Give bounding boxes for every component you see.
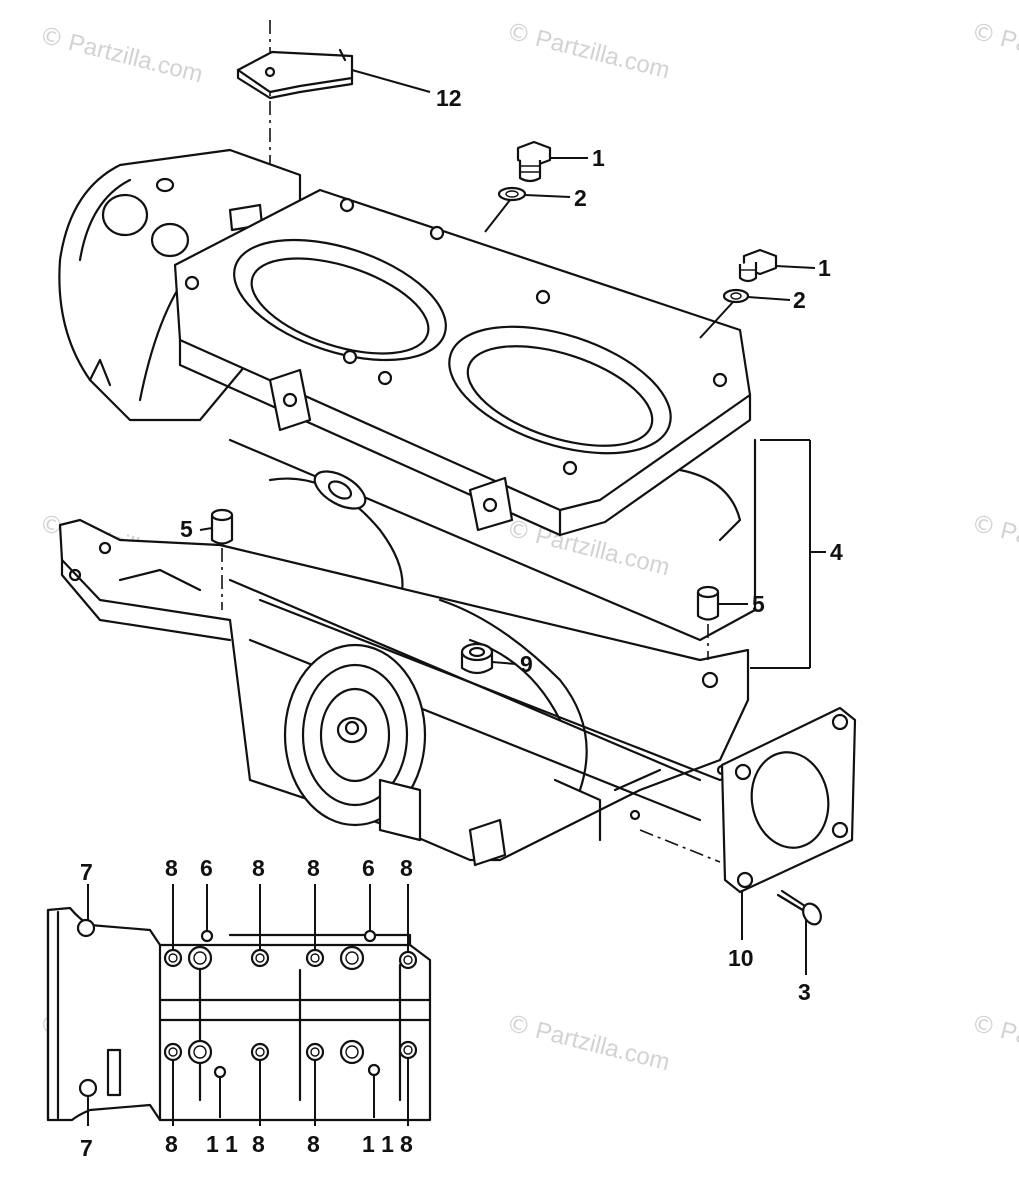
callout-labels: 12 1 2 1 2 4 5 5 9 10 3	[180, 85, 843, 1005]
screw-part	[776, 889, 822, 926]
inset-label-top: 8	[252, 855, 265, 881]
dowel-pin-left	[210, 508, 234, 610]
washer-right	[722, 288, 750, 304]
callout-9: 9	[520, 651, 533, 677]
bracket-plate-part	[236, 20, 354, 180]
callout-5-left: 5	[180, 516, 193, 542]
inset-label-top: 8	[165, 855, 178, 881]
inset-label-bottom: 7	[80, 1135, 93, 1161]
callout-2-right: 2	[793, 287, 806, 313]
watermark: ©Partzilla.com	[504, 514, 673, 582]
washer-upper	[497, 186, 527, 202]
inset-label-top: 6	[362, 855, 375, 881]
upper-crankcase	[58, 148, 757, 642]
callout-12: 12	[436, 85, 462, 111]
inset-label-top: 7	[80, 859, 93, 885]
bolt-pattern-inset: 7 8 6 8 8 6 8 7 8 1 1 8 8 1 1 8	[46, 855, 432, 1161]
inset-label-bottom: 8	[252, 1131, 265, 1157]
inset-label-top: 8	[400, 855, 413, 881]
inset-label-top: 8	[307, 855, 320, 881]
watermark: ©Partzilla.com	[504, 1009, 673, 1077]
inset-label-bottom: 1 1	[206, 1131, 238, 1157]
inset-label-bottom: 1 1	[362, 1131, 394, 1157]
callout-3: 3	[798, 979, 811, 1005]
leader-lines	[199, 69, 816, 975]
callout-2-upper: 2	[574, 185, 587, 211]
inset-label-bottom: 8	[307, 1131, 320, 1157]
callout-5-right: 5	[752, 591, 765, 617]
callout-1-upper: 1	[592, 145, 605, 171]
dowel-pin-right	[696, 585, 720, 660]
watermark: ©Partzilla.com	[969, 509, 1019, 577]
callout-10: 10	[728, 945, 754, 971]
watermark: ©Partzilla.com	[504, 17, 673, 85]
watermark: ©Partzilla.com	[37, 21, 206, 89]
watermark: ©Partzilla.com	[969, 17, 1019, 85]
assembly-bracket	[750, 439, 826, 669]
seal-ring-part	[460, 642, 494, 675]
callout-1-right: 1	[818, 255, 831, 281]
inset-label-bottom: 8	[400, 1131, 413, 1157]
lower-crankcase	[58, 518, 750, 867]
watermark: ©Partzilla.com	[969, 1009, 1019, 1077]
gasket-plate-part	[639, 706, 857, 894]
inset-label-top: 6	[200, 855, 213, 881]
callout-4: 4	[830, 539, 843, 565]
inset-label-bottom: 8	[165, 1131, 178, 1157]
drain-plug-right	[738, 248, 778, 283]
drain-plug-upper	[516, 140, 552, 183]
